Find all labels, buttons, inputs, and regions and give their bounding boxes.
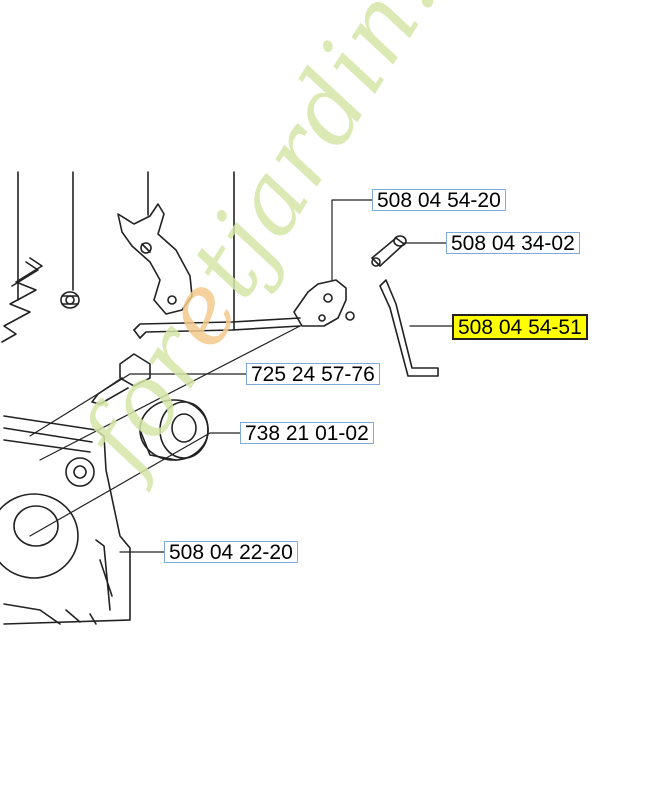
pin [371, 235, 407, 267]
part-label-508-04-54-51-selected[interactable]: 508 04 54-51 [452, 314, 588, 340]
linkage-rod [133, 317, 301, 339]
part-label-508-04-22-20[interactable]: 508 04 22-20 [164, 541, 298, 564]
part-label-738-21-01-02[interactable]: 738 21 01-02 [240, 422, 374, 445]
small-bushing [60, 291, 80, 309]
bent-rod [379, 279, 439, 377]
part-label-725-24-57-76[interactable]: 725 24 57-76 [246, 363, 380, 386]
leader-lines [29, 199, 453, 553]
part-label-508-04-54-20[interactable]: 508 04 54-20 [372, 189, 506, 212]
bracket [293, 279, 355, 327]
lever-plate [117, 203, 193, 315]
reference-lines [17, 171, 235, 331]
spring-clip [1, 257, 43, 343]
part-label-508-04-34-02[interactable]: 508 04 34-02 [446, 232, 580, 255]
bearing [139, 399, 209, 461]
